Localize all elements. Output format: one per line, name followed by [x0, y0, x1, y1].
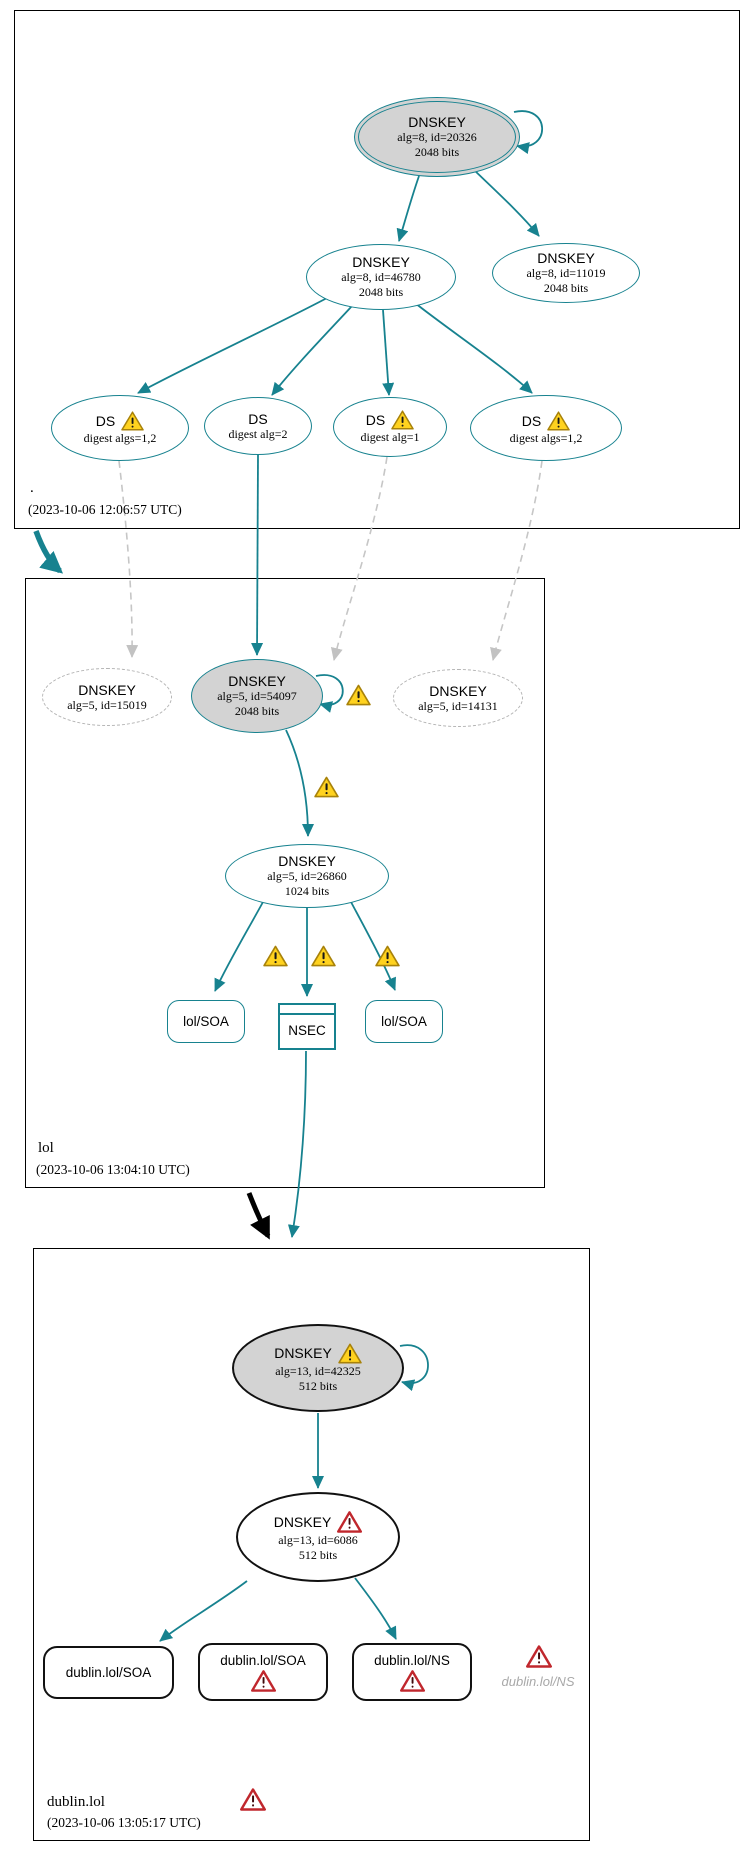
zone-label-root: .	[30, 480, 34, 496]
node-detail: alg=13, id=42325	[275, 1363, 361, 1378]
zone-timestamp-lol: (2023-10-06 13:04:10 UTC)	[36, 1162, 190, 1177]
warning-icon	[338, 1343, 362, 1364]
warning-icon	[314, 776, 339, 803]
rrset-label: lol/SOA	[183, 1014, 229, 1029]
node-dnskey-6086[interactable]: DNSKEY alg=13, id=6086 512 bits	[236, 1492, 400, 1582]
error-icon	[239, 1788, 266, 1816]
node-detail: 1024 bits	[284, 884, 330, 899]
warning-icon	[121, 411, 144, 431]
node-ds-3[interactable]: DS digest alg=1	[333, 397, 447, 457]
node-nsec[interactable]: NSEC	[278, 1003, 336, 1050]
node-detail: 2048 bits	[543, 281, 589, 296]
node-title: DS	[521, 412, 542, 429]
node-title: DS	[365, 411, 386, 428]
node-detail: digest alg=1	[360, 429, 420, 444]
warning-icon	[263, 945, 288, 972]
node-dnskey-46780[interactable]: DNSKEY alg=8, id=46780 2048 bits	[306, 244, 456, 310]
node-dublin-lol-ns[interactable]: dublin.lol/NS	[352, 1643, 472, 1701]
node-dnskey-14131-nonexistent[interactable]: DNSKEY alg=5, id=14131	[393, 669, 523, 727]
warning-icon	[547, 411, 570, 431]
node-detail: 2048 bits	[358, 285, 404, 300]
zone-label-dublin-lol: dublin.lol	[47, 1793, 105, 1810]
error-icon	[250, 1669, 276, 1692]
node-title: DNSKEY	[273, 1514, 332, 1531]
rrset-label: dublin.lol/SOA	[220, 1652, 306, 1668]
zone-box-dublin-lol	[33, 1248, 590, 1841]
node-detail: alg=8, id=20326	[397, 130, 477, 145]
node-detail: 512 bits	[298, 1548, 338, 1562]
node-title: DNSKEY	[408, 114, 466, 131]
rrset-label: dublin.lol/SOA	[65, 1665, 152, 1680]
node-detail: alg=5, id=15019	[67, 697, 147, 712]
zone-box-lol	[25, 578, 545, 1188]
node-detail: digest algs=1,2	[83, 430, 157, 445]
node-title: DNSKEY	[274, 1345, 332, 1362]
node-dnskey-15019-nonexistent[interactable]: DNSKEY alg=5, id=15019	[42, 668, 172, 726]
warning-icon	[375, 945, 400, 972]
node-dublin-lol-ns-ghost: dublin.lol/NS	[501, 1674, 575, 1689]
node-title: DNSKEY	[537, 250, 595, 267]
warning-icon	[346, 684, 371, 711]
node-detail: alg=5, id=54097	[217, 689, 297, 704]
node-detail: alg=5, id=14131	[418, 698, 498, 713]
node-detail: alg=13, id=6086	[278, 1533, 358, 1548]
node-dnskey-42325[interactable]: DNSKEY alg=13, id=42325 512 bits	[232, 1324, 404, 1412]
node-detail: alg=8, id=11019	[526, 266, 606, 281]
rrset-label: lol/SOA	[381, 1014, 427, 1029]
node-title: DNSKEY	[228, 673, 286, 690]
node-title: DNSKEY	[429, 682, 487, 699]
node-dublin-lol-soa-2[interactable]: dublin.lol/SOA	[198, 1643, 328, 1701]
node-title: DS	[95, 412, 116, 429]
zone-timestamp-dublin-lol: (2023-10-06 13:05:17 UTC)	[47, 1815, 201, 1830]
node-ds-4[interactable]: DS digest algs=1,2	[470, 395, 622, 461]
node-dnskey-20326[interactable]: DNSKEY alg=8, id=20326 2048 bits	[354, 97, 520, 177]
node-detail: digest algs=1,2	[509, 430, 583, 445]
error-icon	[399, 1669, 425, 1692]
warning-icon	[391, 410, 414, 430]
arrow-lol-to-dublin-delegation	[246, 1192, 271, 1240]
zone-timestamp-root: (2023-10-06 12:06:57 UTC)	[28, 502, 182, 517]
node-detail: alg=8, id=46780	[341, 270, 421, 285]
node-ds-1[interactable]: DS digest algs=1,2	[51, 395, 189, 461]
node-title: DNSKEY	[78, 681, 136, 698]
node-detail: alg=5, id=26860	[267, 869, 347, 884]
nsec-top-band	[280, 1005, 334, 1015]
zone-label-lol: lol	[38, 1140, 54, 1156]
node-ds-2[interactable]: DS digest alg=2	[204, 397, 312, 455]
rrset-label: NSEC	[288, 1023, 326, 1038]
node-detail: 2048 bits	[414, 145, 460, 160]
node-title: DNSKEY	[278, 853, 336, 870]
warning-icon	[311, 945, 336, 972]
node-detail: 512 bits	[298, 1378, 338, 1393]
error-icon	[526, 1645, 552, 1673]
node-lol-soa-left[interactable]: lol/SOA	[167, 1000, 245, 1043]
node-dnskey-26860[interactable]: DNSKEY alg=5, id=26860 1024 bits	[225, 844, 389, 908]
node-detail: digest alg=2	[228, 426, 288, 441]
error-icon	[337, 1511, 363, 1534]
arrow-root-to-lol-delegation	[33, 530, 64, 574]
node-dublin-lol-soa-1[interactable]: dublin.lol/SOA	[43, 1646, 174, 1699]
node-dnskey-54097[interactable]: DNSKEY alg=5, id=54097 2048 bits	[191, 659, 323, 733]
node-detail: 2048 bits	[234, 704, 280, 719]
node-title: DS	[248, 410, 268, 427]
node-lol-soa-right[interactable]: lol/SOA	[365, 1000, 443, 1043]
node-dnskey-11019[interactable]: DNSKEY alg=8, id=11019 2048 bits	[492, 243, 640, 303]
rrset-label: dublin.lol/NS	[374, 1652, 450, 1668]
node-title: DNSKEY	[352, 254, 410, 271]
